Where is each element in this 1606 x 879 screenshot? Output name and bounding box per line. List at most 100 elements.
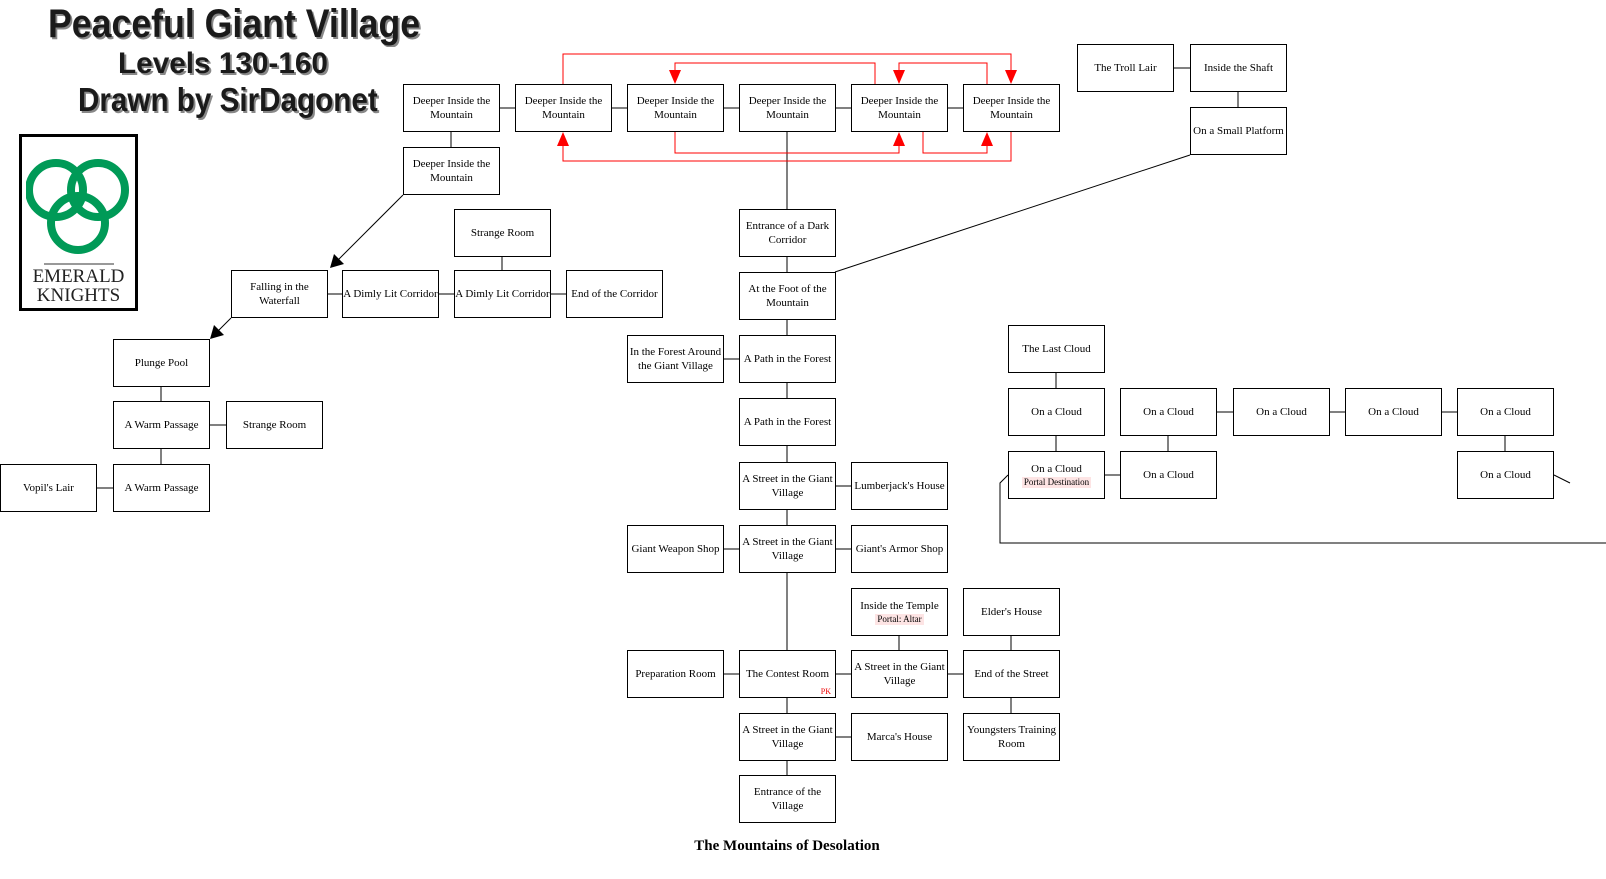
room-box[interactable]: Deeper Inside the Mountain <box>515 84 612 132</box>
room-box[interactable]: On a Cloud <box>1120 388 1217 436</box>
room-box[interactable]: A Street in the Giant Village <box>739 525 836 573</box>
room-label: End of the Street <box>974 668 1049 680</box>
author-credit: Drawn by SirDagonet <box>78 81 378 118</box>
room-box[interactable]: On a Cloud <box>1120 451 1217 499</box>
room-box[interactable]: A Street in the Giant Village <box>739 713 836 761</box>
room-label: On a Cloud <box>1143 469 1194 481</box>
room-box[interactable]: Marca's House <box>851 713 948 761</box>
room-label: Marca's House <box>866 731 933 743</box>
room-box[interactable]: A Dimly Lit Corridor <box>454 270 551 318</box>
map-title: Peaceful Giant Village <box>48 2 421 46</box>
room-box[interactable]: A Street in the Giant Village <box>739 462 836 510</box>
room-box[interactable]: Falling in the Waterfall <box>231 270 328 318</box>
room-label: A Street in the Giant Village <box>854 661 945 687</box>
room-label: A Path in the Forest <box>743 416 832 428</box>
room-label: A Warm Passage <box>124 482 199 494</box>
room-box[interactable]: Strange Room <box>226 401 323 449</box>
room-label: On a Cloud <box>1480 406 1531 418</box>
room-box[interactable]: Inside the Shaft <box>1190 44 1287 92</box>
room-label: On a Cloud <box>1031 463 1082 475</box>
room-box[interactable]: Entrance of the Village <box>739 775 836 823</box>
connector-line <box>834 154 1191 273</box>
room-box[interactable]: Deeper Inside the Mountain <box>403 84 500 132</box>
room-box[interactable]: End of the Corridor <box>566 270 663 318</box>
room-label: On a Cloud <box>1256 406 1307 418</box>
logo-divider <box>44 263 114 265</box>
one-way-link <box>922 132 988 154</box>
room-label: A Dimly Lit Corridor <box>343 288 438 300</box>
room-label: A Street in the Giant Village <box>742 724 833 750</box>
room-box[interactable]: Giant's Armor Shop <box>851 525 948 573</box>
room-box[interactable]: A Path in the Forest <box>739 398 836 446</box>
room-box[interactable]: End of the Street <box>963 650 1060 698</box>
room-label: A Path in the Forest <box>743 353 832 365</box>
exit-label-mountains-of-desolation[interactable]: The Mountains of Desolation <box>694 838 880 854</box>
room-box[interactable]: Plunge Pool <box>113 339 210 387</box>
room-box[interactable]: The Troll Lair <box>1077 44 1174 92</box>
room-label: Preparation Room <box>635 668 716 680</box>
room-box[interactable]: On a Cloud <box>1233 388 1330 436</box>
room-label: End of the Corridor <box>571 288 658 300</box>
room-box[interactable]: Deeper Inside the Mountain <box>851 84 948 132</box>
one-way-link <box>898 62 988 84</box>
room-box[interactable]: A Street in the Giant Village <box>851 650 948 698</box>
room-label: Elder's House <box>981 606 1042 618</box>
room-box[interactable]: On a Small Platform <box>1190 107 1287 155</box>
room-box[interactable]: On a Cloud <box>1345 388 1442 436</box>
arrowhead-icon <box>1005 70 1017 84</box>
room-box[interactable]: Preparation Room <box>627 650 724 698</box>
arrowhead-icon <box>557 132 569 146</box>
arrowhead-icon <box>981 132 993 146</box>
room-box[interactable]: Entrance of a Dark Corridor <box>739 209 836 257</box>
arrowhead-icon <box>893 132 905 146</box>
room-box[interactable]: A Warm Passage <box>113 464 210 512</box>
room-box[interactable]: On a Cloud <box>1008 388 1105 436</box>
room-box[interactable]: Deeper Inside the Mountain <box>403 147 500 195</box>
room-label: On a Cloud <box>1480 469 1531 481</box>
room-box[interactable]: A Path in the Forest <box>739 335 836 383</box>
logo-text-line2: KNIGHTS <box>36 285 121 306</box>
room-box[interactable]: At the Foot of the Mountain <box>739 272 836 320</box>
room-label: Vopil's Lair <box>23 482 74 494</box>
room-box[interactable]: A Warm Passage <box>113 401 210 449</box>
room-label: Deeper Inside the Mountain <box>748 95 827 121</box>
room-box[interactable]: A Dimly Lit Corridor <box>342 270 439 318</box>
room-label: Giant Weapon Shop <box>631 543 720 555</box>
one-way-link <box>674 132 900 154</box>
arrowhead-icon <box>330 254 344 268</box>
arrowhead-icon <box>210 325 224 339</box>
room-box[interactable]: Elder's House <box>963 588 1060 636</box>
room-label: Entrance of a Dark Corridor <box>745 220 830 246</box>
room-label: At the Foot of the Mountain <box>748 283 827 309</box>
room-box[interactable]: Deeper Inside the Mountain <box>627 84 724 132</box>
arrowhead-icon <box>893 70 905 84</box>
room-box[interactable]: In the Forest Around the Giant Village <box>627 335 724 383</box>
level-range: Levels 130-160 <box>118 47 328 80</box>
one-way-link <box>562 132 1012 162</box>
room-box[interactable]: Vopil's Lair <box>0 464 97 512</box>
room-label: On a Cloud <box>1368 406 1419 418</box>
arrowhead-icon <box>669 70 681 84</box>
room-label: Inside the Shaft <box>1203 62 1274 74</box>
room-label: In the Forest Around the Giant Village <box>629 346 722 372</box>
connector-line <box>1553 474 1571 484</box>
one-way-link <box>562 53 1012 84</box>
room-label: Falling in the Waterfall <box>250 281 309 307</box>
room-box[interactable]: On a Cloud <box>1457 388 1554 436</box>
room-box[interactable]: Youngsters Training Room <box>963 713 1060 761</box>
room-box[interactable]: On a Cloud <box>1457 451 1554 499</box>
room-box[interactable]: Lumberjack's House <box>851 462 948 510</box>
room-box[interactable]: The Last Cloud <box>1008 325 1105 373</box>
emerald-knights-logo: EMERALD KNIGHTS <box>19 134 138 311</box>
room-box[interactable]: Giant Weapon Shop <box>627 525 724 573</box>
room-box[interactable]: Strange Room <box>454 209 551 257</box>
room-box[interactable]: Deeper Inside the Mountain <box>739 84 836 132</box>
room-box[interactable]: Deeper Inside the Mountain <box>963 84 1060 132</box>
room-label: A Street in the Giant Village <box>742 473 833 499</box>
connector-line <box>999 474 1606 544</box>
one-way-arrow-line <box>335 194 404 263</box>
